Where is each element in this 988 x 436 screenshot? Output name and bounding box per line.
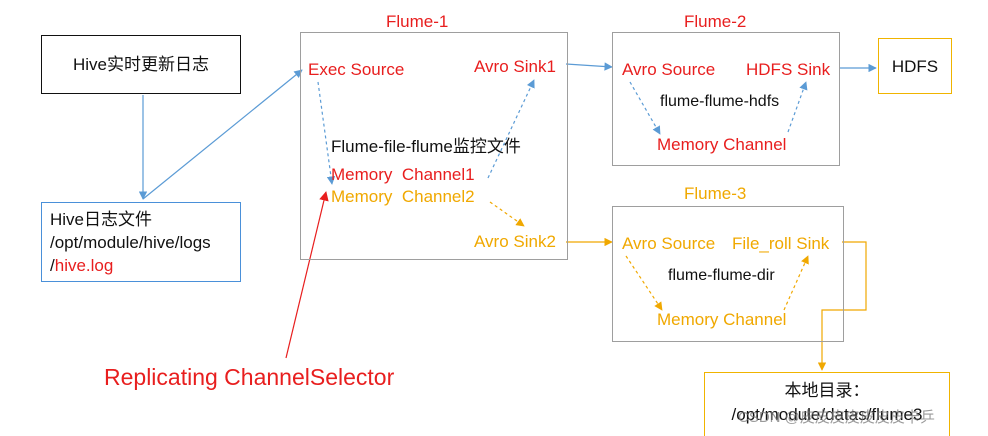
hive-log-dir-path: /opt/module/hive/logs xyxy=(50,233,211,252)
arrow-f2-source-to-channel xyxy=(629,81,661,135)
hive-realtime-log-box: Hive实时更新日志 xyxy=(41,35,241,94)
flume2-avro-source: Avro Source xyxy=(622,60,716,79)
path-slash: / xyxy=(50,256,55,275)
arrow-f3-source-to-channel xyxy=(625,255,663,311)
hive-realtime-log-label: Hive实时更新日志 xyxy=(72,55,209,74)
arrow-logfile-to-exec-source xyxy=(142,69,303,200)
flume1-avro-sink2: Avro Sink2 xyxy=(474,232,556,251)
flume1-exec-source: Exec Source xyxy=(308,60,405,79)
flume3-memory-channel: Memory Channel xyxy=(657,310,787,329)
arrow-exec-source-to-channel1 xyxy=(317,81,336,185)
arrow-avro-sink1-to-flume2 xyxy=(565,62,613,71)
hdfs-label: HDFS xyxy=(891,57,939,76)
flume2-hdfs-sink: HDFS Sink xyxy=(746,60,831,79)
arrow-f3-channel-to-sink xyxy=(783,255,809,311)
flume2-agent-box xyxy=(612,32,840,166)
flume1-description: Flume-file-flume监控文件 xyxy=(331,137,521,156)
flume2-description: flume-flume-hdfs xyxy=(660,93,780,110)
hive-log-filename: hive.log xyxy=(54,256,114,275)
local-dir-box: 本地目录： /opt/module/datas/flume3 xyxy=(704,372,950,436)
hive-log-file-title: Hive日志文件 xyxy=(50,210,153,229)
arrow-channel2-to-avro-sink2 xyxy=(489,201,525,227)
replicating-channel-selector-label: Replicating ChannelSelector xyxy=(104,364,395,390)
flume1-avro-sink1: Avro Sink1 xyxy=(474,57,556,76)
hive-log-file-box: Hive日志文件 /opt/module/hive/logs /hive.log xyxy=(41,202,241,282)
local-dir-title: 本地目录： xyxy=(784,381,870,400)
csdn-watermark: CSDN @皮皮皮皮皮皮皮卡乒 xyxy=(738,409,935,426)
flume1-memory-channel2: Memory Channel2 xyxy=(331,187,475,206)
flume1-title: Flume-1 xyxy=(386,12,449,31)
flume1-memory-channel1: Memory Channel1 xyxy=(331,165,475,184)
arrow-channel1-to-avro-sink1 xyxy=(487,79,535,179)
flume3-agent-box xyxy=(612,206,844,342)
arrow-replicating-selector xyxy=(285,191,329,359)
flume3-description: flume-flume-dir xyxy=(668,267,775,284)
flume2-title: Flume-2 xyxy=(684,12,747,31)
flume3-avro-source: Avro Source xyxy=(622,234,716,253)
hive-log-file-path: /hive.log xyxy=(50,257,113,274)
arrow-file-roll-to-local-dir xyxy=(817,241,867,371)
flume1-agent-box xyxy=(300,32,568,260)
flume3-file-roll-sink: File_roll Sink xyxy=(732,234,830,253)
arrow-f2-channel-to-sink xyxy=(787,81,808,133)
local-dir-path: /opt/module/datas/flume3 xyxy=(731,405,923,424)
flume3-title: Flume-3 xyxy=(684,184,747,203)
flume2-memory-channel: Memory Channel xyxy=(657,135,787,154)
hdfs-box: HDFS xyxy=(878,38,952,94)
